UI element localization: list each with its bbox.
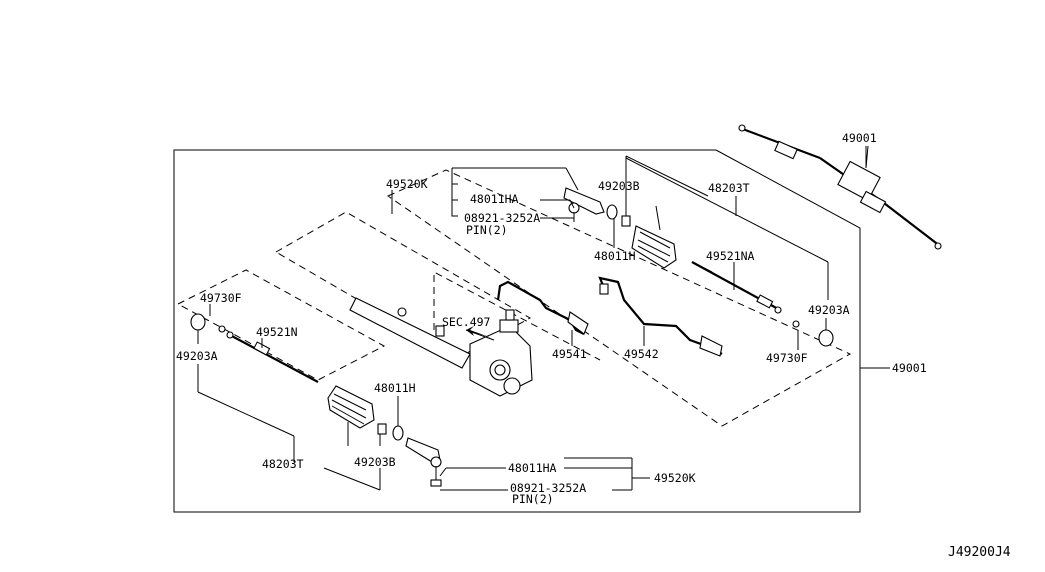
inner-tie-rod-right: [691, 261, 782, 314]
label-49521n: 49521N: [256, 325, 298, 339]
label-49730f-right: 49730F: [766, 351, 808, 365]
assembly-boundary-right: [386, 169, 852, 427]
assembly-thumbnail: [738, 124, 942, 250]
label-sec497: SEC.497: [442, 315, 491, 329]
assembly-boundary-left: [176, 269, 386, 381]
label-pin-top: PIN(2): [466, 223, 508, 237]
diagram-id: J49200J4: [948, 545, 1011, 560]
frame-outline: [173, 149, 861, 513]
label-49203a-left: 49203A: [176, 349, 218, 363]
label-49521na: 49521NA: [706, 249, 755, 263]
boot-clamp-right: [818, 329, 834, 347]
label-08921-top: 08921-3252A: [464, 211, 540, 225]
label-48203t-top: 48203T: [708, 181, 750, 195]
sec497-bracket: [433, 271, 601, 361]
label-49520k-bottom: 49520K: [654, 471, 696, 485]
label-08921-bottom: 08921-3252A: [510, 481, 586, 495]
inner-tie-rod-left: [226, 331, 319, 383]
label-49730f-left: 49730F: [200, 291, 242, 305]
lock-nut-left: [392, 425, 404, 441]
tie-rod-end-right: [563, 187, 605, 222]
clip-right: [792, 320, 800, 328]
label-48011h-bottom: 48011H: [374, 381, 416, 395]
boot-right: [631, 225, 677, 269]
small-clamp-right: [621, 215, 631, 227]
tie-rod-end-left: [405, 437, 442, 487]
label-pin-bottom: PIN(2): [512, 492, 554, 506]
label-49203b-top: 49203B: [598, 179, 640, 193]
label-49541: 49541: [552, 347, 587, 361]
boot-left: [327, 385, 375, 429]
rack-housing: [349, 297, 533, 397]
hydraulic-line-49541: [496, 280, 585, 335]
label-49203b-bottom: 49203B: [354, 455, 396, 469]
label-49203a-right: 49203A: [808, 303, 850, 317]
label-48011ha-top: 48011HA: [470, 192, 519, 206]
lock-nut-right: [606, 204, 618, 220]
label-49001-right: 49001: [892, 361, 927, 375]
label-48011h-top: 48011H: [594, 249, 636, 263]
clip-left: [218, 325, 226, 333]
label-48011ha-bottom: 48011HA: [508, 461, 557, 475]
label-49542: 49542: [624, 347, 659, 361]
label-49001-top: 49001: [842, 131, 877, 145]
small-clamp-left: [377, 423, 387, 435]
label-49520k-top: 49520K: [386, 177, 428, 191]
label-48203t-bottom: 48203T: [262, 457, 304, 471]
boot-clamp-left: [190, 313, 206, 331]
